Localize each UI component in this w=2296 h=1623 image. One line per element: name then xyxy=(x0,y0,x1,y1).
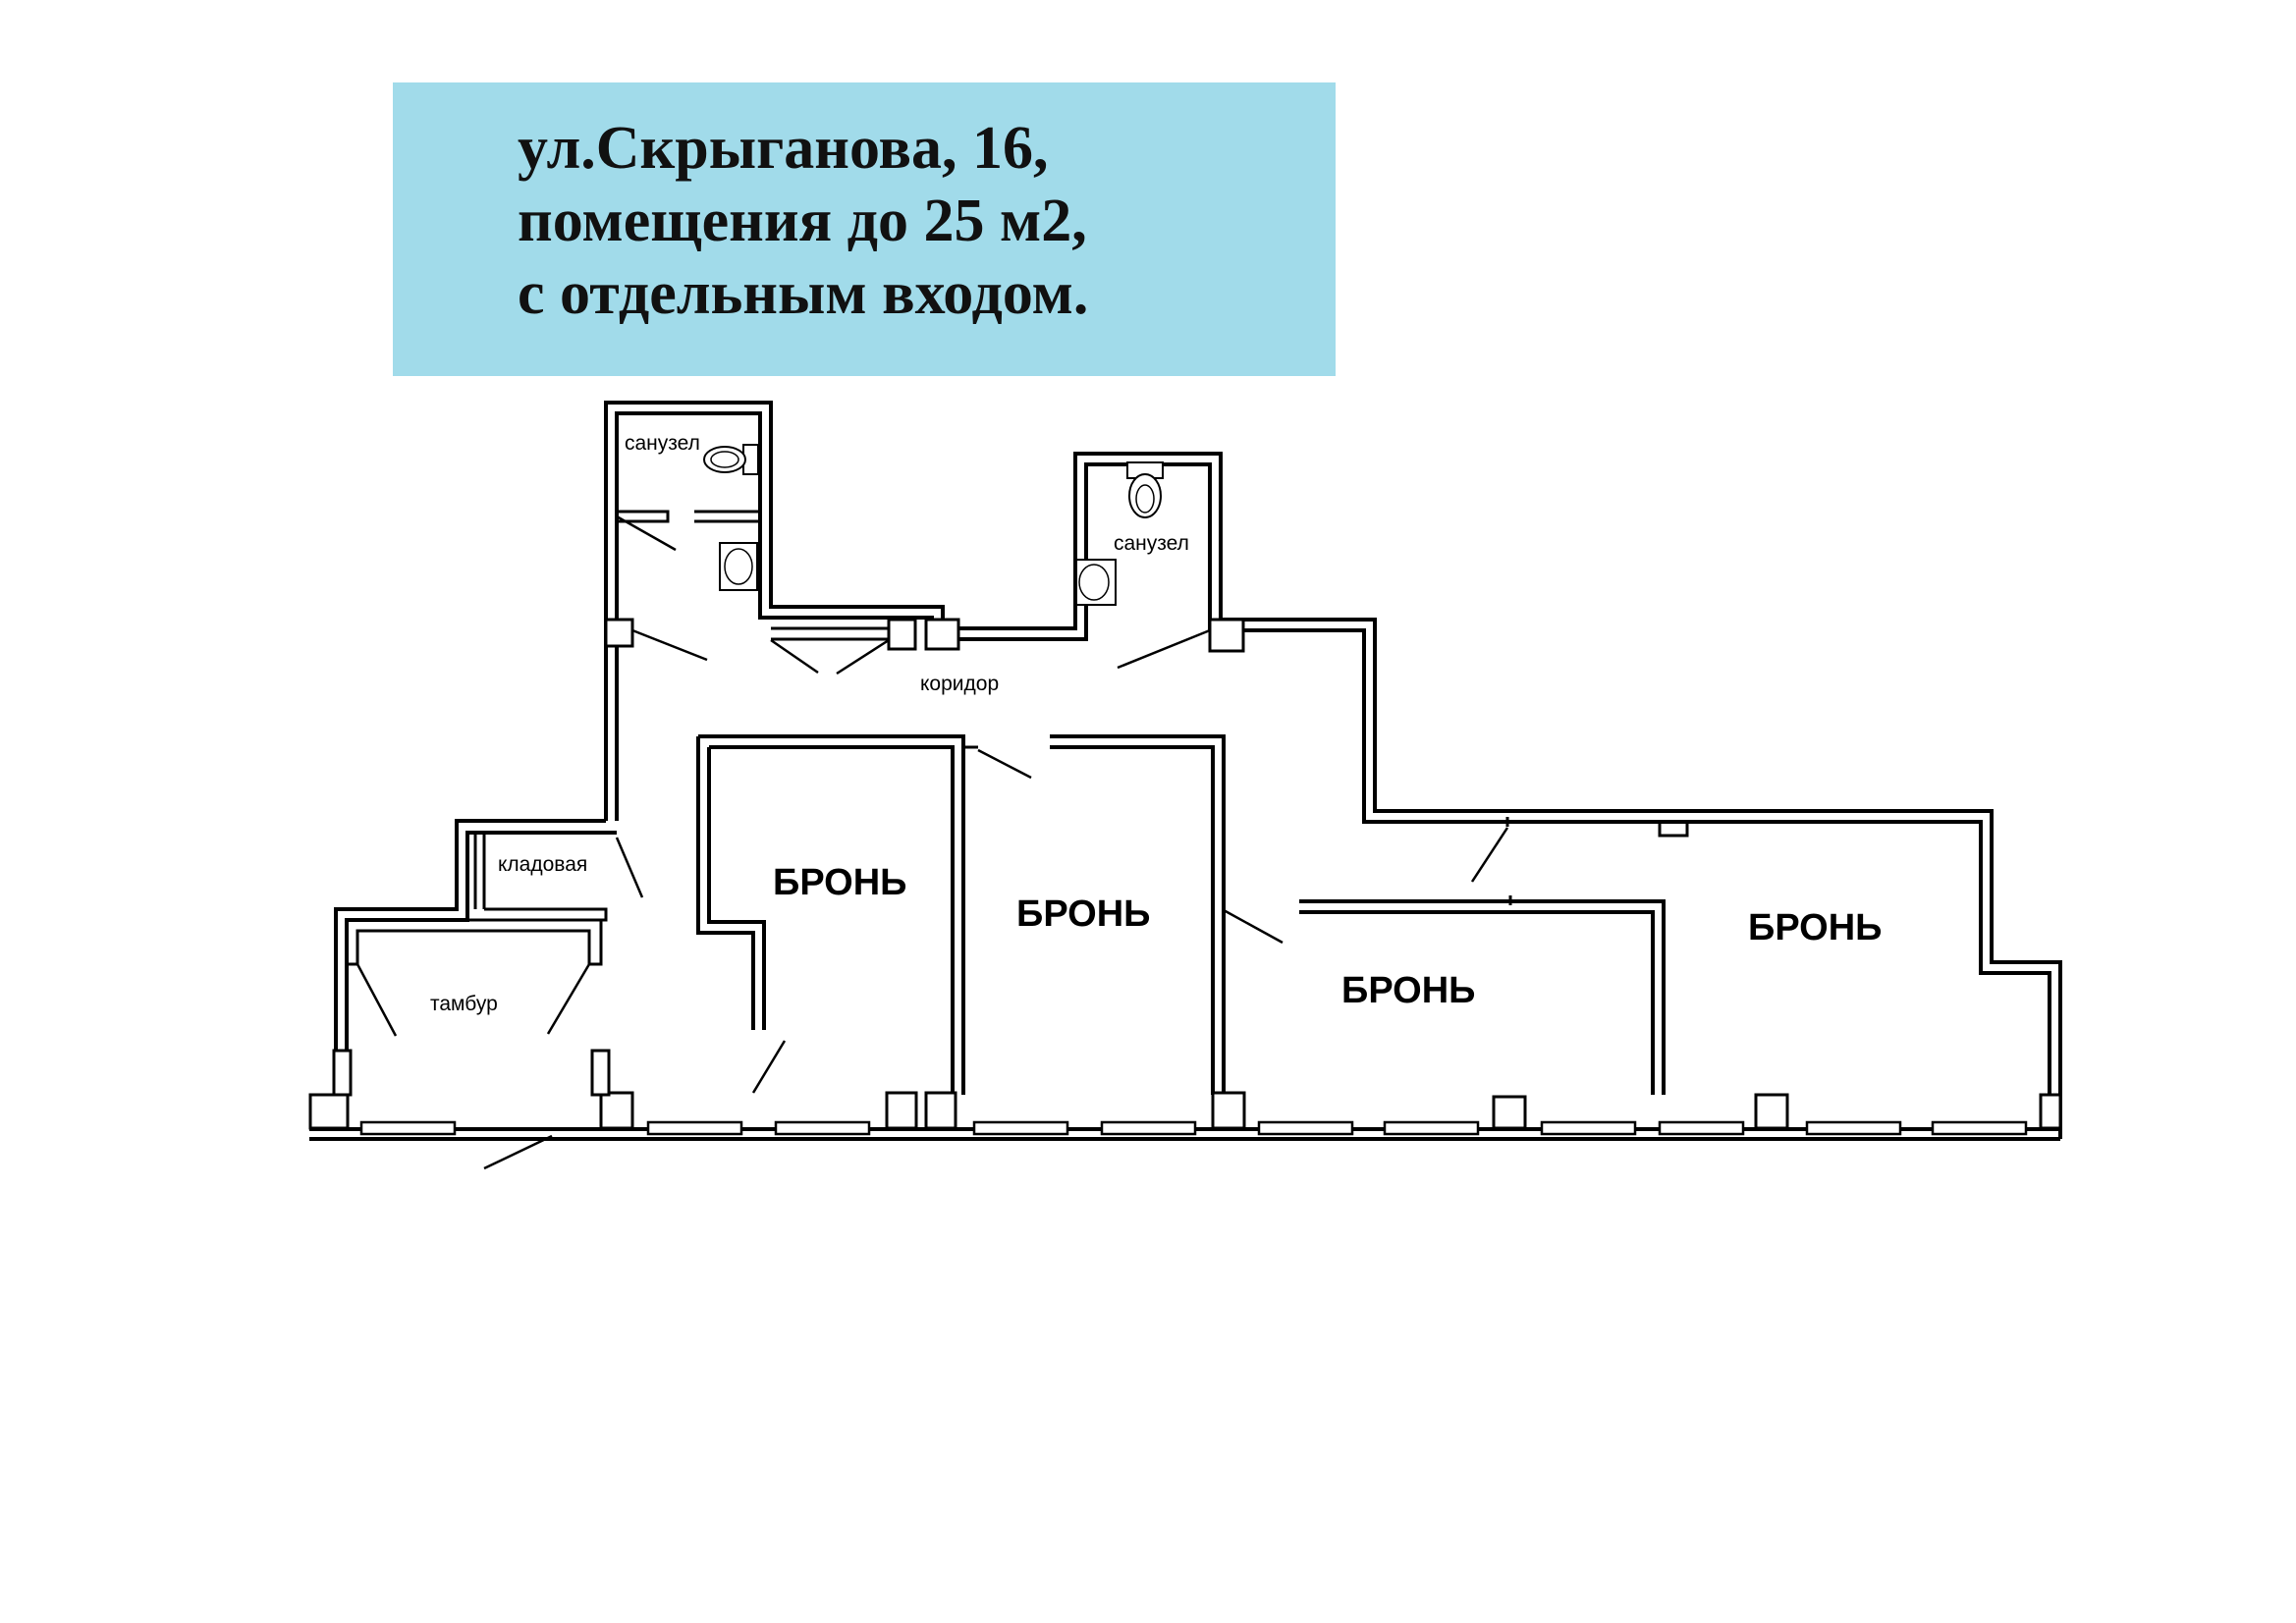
column xyxy=(2039,1093,2062,1130)
title-line-area: помещения до 25 м2, xyxy=(518,188,1087,254)
doors xyxy=(355,514,1509,1170)
title-line-address: ул.Скрыганова, 16, xyxy=(518,115,1049,182)
interior-walls xyxy=(617,510,1689,1095)
window xyxy=(1658,1120,1745,1136)
window xyxy=(774,1120,871,1136)
room-label-bron-2: БРОНЬ xyxy=(1016,893,1150,935)
window xyxy=(646,1120,743,1136)
column xyxy=(924,1091,957,1130)
room-label-wc-left: санузел xyxy=(625,432,700,455)
window xyxy=(1540,1120,1637,1136)
room-label-wc-right: санузел xyxy=(1114,532,1189,555)
window xyxy=(1805,1120,1902,1136)
column xyxy=(604,618,634,648)
room-label-corridor: коридор xyxy=(920,673,999,695)
column xyxy=(1492,1095,1527,1130)
title-line-entrance: с отдельным входом. xyxy=(518,260,1089,327)
window xyxy=(1383,1120,1480,1136)
sink-icon xyxy=(719,542,758,591)
outer-walls xyxy=(309,401,2062,1141)
windows xyxy=(359,1120,2028,1136)
room-label-storage: кладовая xyxy=(498,853,587,876)
column xyxy=(308,1093,350,1130)
toilet-icon xyxy=(1126,461,1164,518)
column xyxy=(887,618,917,651)
column xyxy=(1208,618,1245,653)
columns xyxy=(308,618,2062,1130)
window xyxy=(972,1120,1069,1136)
column xyxy=(332,1049,353,1097)
column xyxy=(599,1091,634,1130)
room-label-bron-4: БРОНЬ xyxy=(1748,907,1882,948)
window xyxy=(1931,1120,2028,1136)
column xyxy=(924,618,960,651)
title-banner: ул.Скрыганова, 16, помещения до 25 м2, с… xyxy=(393,82,1336,376)
column xyxy=(590,1049,611,1097)
window xyxy=(359,1120,457,1136)
window xyxy=(1257,1120,1354,1136)
column xyxy=(885,1091,918,1130)
room-label-bron-3: БРОНЬ xyxy=(1341,970,1475,1011)
column xyxy=(1754,1093,1789,1130)
sanitary-fixtures xyxy=(703,444,1164,606)
sink-icon xyxy=(1075,559,1117,606)
column xyxy=(1211,1091,1246,1130)
room-label-bron-1: БРОНЬ xyxy=(773,862,906,903)
toilet-icon xyxy=(703,444,759,475)
window xyxy=(1100,1120,1197,1136)
room-label-vestibule: тамбур xyxy=(430,993,498,1015)
